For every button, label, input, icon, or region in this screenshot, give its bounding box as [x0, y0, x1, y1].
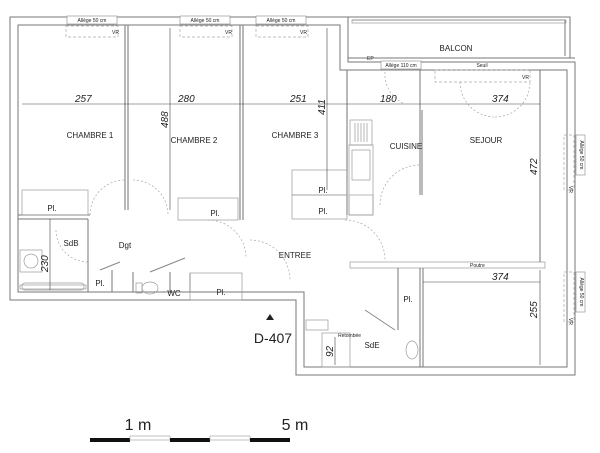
unit-marker: D-407: [254, 314, 292, 346]
entrance-arrow-icon: [266, 314, 274, 320]
placard-4: Pl.: [318, 207, 327, 216]
room-chambre2: CHAMBRE 2: [171, 136, 218, 145]
room-balcon: BALCON: [440, 44, 473, 53]
vr-label-3: VR: [300, 30, 307, 36]
ep-label: EP: [367, 56, 374, 62]
room-cuisine: CUISINE: [390, 142, 422, 151]
dim-sejour-depth: 472: [529, 158, 540, 175]
vr-label-1: VR: [112, 30, 119, 36]
room-sde: SdE: [364, 341, 379, 350]
room-sejour: SEJOUR: [470, 136, 503, 145]
vr-label-6: VR: [567, 318, 573, 325]
dim-sejour-width: 374: [492, 94, 509, 105]
room-chambre3: CHAMBRE 3: [272, 131, 319, 140]
dim-chambre3-depth: 411: [317, 99, 328, 115]
fixtures: [19, 194, 419, 368]
exterior-walls: [9, 16, 576, 376]
vr-label-5: VR: [567, 186, 573, 193]
placard-5: Pl.: [95, 279, 104, 288]
dim-cuisine-width: 180: [380, 94, 397, 105]
allege-label-2: Allège 50 cm: [191, 18, 220, 24]
allege-sejour-label: Allège 50 cm: [578, 141, 584, 170]
scale-label-start: 1 m: [125, 417, 152, 434]
window-tags: Allège 50 cm Allège 50 cm Allège 50 cm A…: [65, 15, 586, 339]
placard-3: Pl.: [318, 186, 327, 195]
dim-room-se-width: 374: [492, 272, 509, 283]
room-chambre1: CHAMBRE 1: [67, 131, 114, 140]
seuil-label: Seuil: [476, 63, 487, 69]
placard-1: Pl.: [47, 204, 56, 213]
dim-chambre2-depth: 488: [160, 111, 171, 128]
placard-2: Pl.: [210, 209, 219, 218]
stove-icon: [348, 194, 374, 216]
room-labels: CHAMBRE 1 CHAMBRE 2 CHAMBRE 3 CUISINE SE…: [63, 44, 502, 350]
dimension-labels: 257 280 251 180 374 488 411 472 230 374 …: [40, 94, 540, 357]
dim-chambre2-width: 280: [177, 94, 195, 105]
dim-chambre3-width: 251: [289, 94, 307, 105]
scale-label-end: 5 m: [282, 417, 309, 434]
bathtub-icon: [19, 282, 87, 291]
allege-110-label: Allège 110 cm: [385, 63, 416, 69]
dimension-lines: [22, 28, 541, 365]
placard-7: Pl.: [403, 295, 412, 304]
room-sdb: SdB: [63, 239, 78, 248]
vr-label-2: VR: [225, 30, 232, 36]
dim-room-se-depth: 255: [529, 301, 540, 319]
allege-label-1: Allège 50 cm: [78, 18, 107, 24]
toilet-icon: [135, 281, 159, 295]
dim-shower-depth: 92: [325, 345, 336, 357]
dim-chambre1-width: 257: [74, 94, 92, 105]
doors: [55, 71, 531, 331]
scale-bar: 1 m 5 m: [90, 417, 308, 442]
vr-label-4: VR: [522, 75, 529, 81]
storage-labels: Pl. Pl. Pl. Pl. Pl. Pl. Pl.: [47, 186, 412, 304]
room-dgt: Dgt: [119, 241, 132, 250]
allege-label-3: Allège 50 cm: [267, 18, 296, 24]
unit-id: D-407: [254, 330, 292, 346]
allege-chambre4-label: Allège 50 cm: [578, 278, 584, 307]
interior-walls: [18, 25, 546, 367]
room-entree: ENTREE: [279, 251, 311, 260]
sink-icon: [19, 249, 43, 273]
poutre-label: Poutre: [470, 263, 485, 269]
retombee-label: Retombée: [338, 333, 361, 339]
shower-icon: [321, 332, 351, 368]
washbasin-icon: [405, 340, 419, 360]
washer-icon: [305, 319, 329, 331]
room-wc: WC: [167, 289, 181, 298]
dim-sdb-depth: 230: [40, 255, 51, 273]
placard-6: Pl.: [216, 288, 225, 297]
